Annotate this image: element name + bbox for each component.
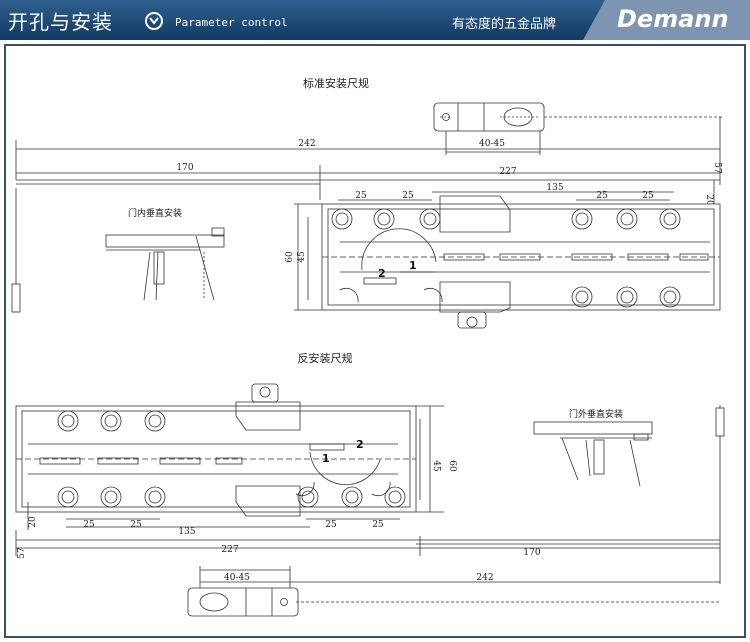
brand-logo: Demann <box>617 5 729 33</box>
bottom-dim-25-c: 25 <box>325 520 337 530</box>
bottom-dim-25-a: 25 <box>83 520 95 530</box>
bottom-dim-25-d: 25 <box>372 520 384 530</box>
bottom-arrow-number-1: 1 <box>322 452 330 465</box>
top-inset-diagram <box>105 227 225 301</box>
bottom-dim-227: 227 <box>221 545 238 555</box>
bottom-dim-135: 135 <box>178 527 195 537</box>
section-title: 开孔与安装 <box>8 10 113 34</box>
brand-plate <box>583 0 750 40</box>
top-dim-40-45: 40-45 <box>479 139 505 149</box>
top-dim-57: 57 <box>712 162 722 174</box>
top-dim-25-c: 25 <box>596 191 608 201</box>
bottom-arrow-number-2: 2 <box>356 438 364 451</box>
bottom-arm-bracket <box>187 587 720 617</box>
chevron-down-icon[interactable] <box>145 12 163 30</box>
top-inset-title: 门内垂直安装 <box>128 207 182 219</box>
top-dim-170: 170 <box>176 163 193 173</box>
top-arm-bracket <box>433 102 545 132</box>
top-dim-60: 60 <box>285 251 295 263</box>
bottom-dim-57: 57 <box>17 547 27 559</box>
bottom-dim-170: 170 <box>523 548 540 558</box>
brand-slogan: 有态度的五金品牌 <box>452 17 557 32</box>
bottom-dim-40-45: 40-45 <box>224 573 250 583</box>
bottom-rod-end <box>715 407 725 437</box>
bottom-dim-60: 60 <box>447 460 457 472</box>
section-subtitle: Parameter control <box>175 16 288 29</box>
top-dim-227: 227 <box>499 167 516 177</box>
top-arrow-number-1: 1 <box>409 259 417 272</box>
bottom-dim-25-b: 25 <box>130 520 142 530</box>
top-rod-end <box>11 283 21 313</box>
bottom-dim-20: 20 <box>28 516 38 528</box>
drawing-frame <box>4 44 746 638</box>
header-banner: 开孔与安装 Parameter control 有态度的五金品牌 Demann <box>0 0 750 40</box>
top-dimension-lines <box>15 116 722 205</box>
top-dim-25-d: 25 <box>642 191 654 201</box>
top-dim-242: 242 <box>298 139 315 149</box>
bottom-screw-holes <box>57 410 406 508</box>
top-dim-25-b: 25 <box>402 191 414 201</box>
top-dim-45: 45 <box>297 251 307 263</box>
bottom-closer-body <box>15 383 417 517</box>
bottom-dim-242: 242 <box>476 573 493 583</box>
bottom-inset-diagram <box>533 421 653 487</box>
top-closer-body <box>321 195 721 329</box>
top-arrow-number-2: 2 <box>378 267 386 280</box>
top-section-title: 标准安装尺规 <box>303 76 369 90</box>
top-dim-20: 20 <box>704 194 714 206</box>
bottom-dim-45: 45 <box>431 460 441 472</box>
top-dim-25-a: 25 <box>355 191 367 201</box>
top-screw-holes <box>331 208 681 308</box>
top-dim-135: 135 <box>546 183 563 193</box>
bottom-inset-title: 门外垂直安装 <box>569 408 623 420</box>
bottom-section-title: 反安装尺规 <box>298 351 353 365</box>
bottom-dimension-lines <box>15 405 721 590</box>
